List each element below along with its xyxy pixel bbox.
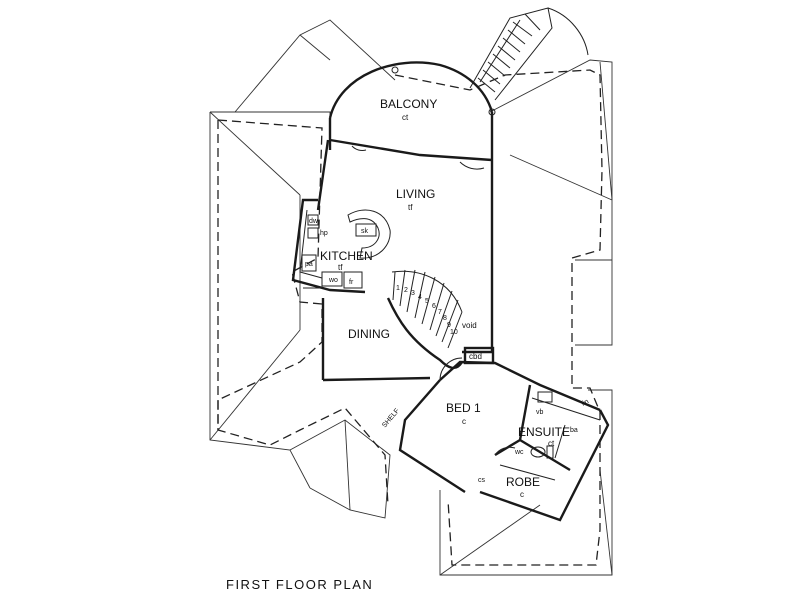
stair-number: 3 (411, 290, 415, 297)
stair-number: 9 (447, 322, 451, 329)
stair-number: 1 (396, 285, 400, 292)
bed1-finish: c (462, 417, 466, 426)
void-label: void (462, 321, 477, 330)
ensuite-finish: ct (548, 439, 555, 448)
pantry-label: pa (305, 261, 313, 268)
dishwasher-label: dw (309, 218, 319, 225)
wall-oven-label: wo (328, 277, 338, 284)
eaves-line (217, 69, 603, 566)
balcony (328, 7, 589, 160)
internal-stair (386, 269, 464, 370)
kitchen-fittings (301, 209, 391, 289)
living-finish: tf (408, 203, 413, 212)
living-label: LIVING (396, 187, 435, 201)
ensuite-label: ENSUITE (518, 425, 570, 439)
linen-label: lin (581, 398, 591, 408)
balcony-label: BALCONY (380, 97, 437, 111)
shelf-label: SHELF (381, 408, 401, 430)
door-swings (351, 145, 516, 456)
dining-label: DINING (348, 327, 390, 341)
stair-numbers: 1 2 3 4 5 6 7 8 9 10 (396, 285, 458, 336)
stair-number: 4 (418, 294, 422, 301)
hotplate-label: hp (320, 230, 328, 237)
fixture-labels: sk hp pa wo fr dw cbd vb ba wc lin cs SH… (305, 218, 590, 484)
stair-number: 10 (450, 329, 458, 336)
stair-number: 2 (404, 287, 408, 294)
kitchen-finish: tf (338, 263, 343, 272)
robe-finish: c (520, 490, 524, 499)
stair-number: 8 (443, 315, 447, 322)
sink-label: sk (361, 228, 369, 235)
stair-number: 7 (438, 309, 442, 316)
roof-outline (209, 19, 613, 576)
ensuite-fixtures (530, 391, 554, 459)
cbd-label: cbd (469, 352, 482, 361)
stair-number: 6 (432, 303, 436, 310)
room-labels: BALCONY ct LIVING tf KITCHEN tf DINING v… (320, 97, 570, 499)
robe-label: ROBE (506, 475, 540, 489)
plan-title: FIRST FLOOR PLAN (226, 577, 373, 592)
kitchen-label: KITCHEN (320, 249, 373, 263)
cs-label: cs (478, 477, 486, 484)
bath-label: ba (570, 427, 578, 434)
external-stair-treads (477, 13, 541, 93)
stair-number: 5 (425, 298, 429, 305)
fridge-label: fr (349, 279, 354, 286)
vanity-label: vb (536, 409, 544, 416)
exterior-walls (291, 138, 610, 522)
balcony-finish: ct (402, 113, 409, 122)
bed1-label: BED 1 (446, 401, 481, 415)
wc-label: wc (514, 449, 524, 456)
